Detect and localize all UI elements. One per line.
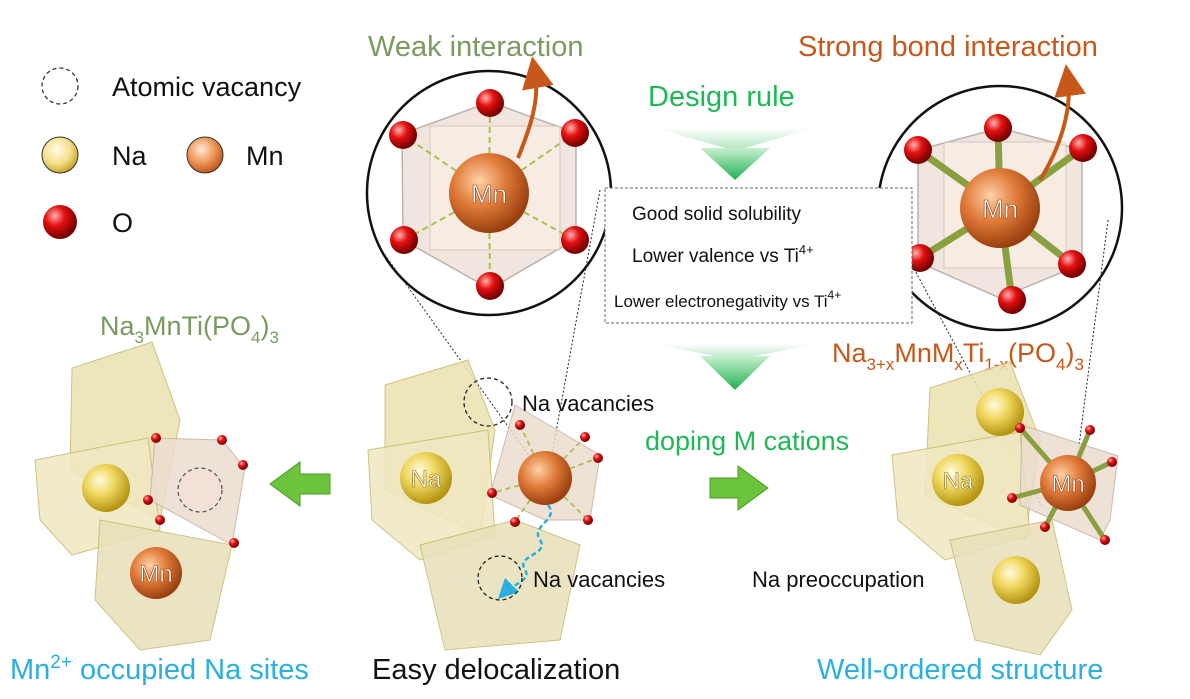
right-structure: Na Mn xyxy=(891,361,1119,656)
o-atom xyxy=(998,286,1026,314)
na-legend-icon xyxy=(41,136,79,174)
left-arrow-icon xyxy=(269,461,331,507)
o-atom xyxy=(229,538,239,548)
funnel-icon xyxy=(655,128,815,148)
o-atom xyxy=(1085,425,1095,435)
legend-o-label: O xyxy=(112,208,133,238)
caption-middle: Easy delocalization xyxy=(372,654,620,686)
formula-right: Na3+xMnMxTi1-x(PO4)3 xyxy=(832,338,1084,374)
weak-octahedron-inset: Weak interaction Mn xyxy=(365,31,613,317)
o-atom xyxy=(1069,134,1097,162)
vacancy-site xyxy=(177,467,223,513)
vacancy-site xyxy=(477,555,523,601)
o-atom xyxy=(580,432,590,442)
na-atom xyxy=(976,388,1024,436)
vacancy-site xyxy=(463,377,513,427)
o-atom xyxy=(583,515,593,525)
o-atom xyxy=(904,136,932,164)
mn-atom-label: Mn xyxy=(1051,471,1084,498)
mn-atom xyxy=(960,168,1040,248)
o-atom xyxy=(476,89,504,117)
o-legend-icon xyxy=(43,205,77,239)
o-atom xyxy=(1107,457,1117,467)
na-vacancies-bottom-label: Na vacancies xyxy=(533,567,665,592)
legend-na-label: Na xyxy=(112,141,147,171)
mn-atom-label: Mn xyxy=(139,561,172,588)
rule-1: Good solid solubility xyxy=(632,204,801,225)
o-atom xyxy=(476,272,504,300)
o-atom xyxy=(487,488,497,498)
o-atom xyxy=(984,114,1012,142)
na-vacancies-top-label: Na vacancies xyxy=(522,391,654,416)
strong-octahedron-inset: Strong bond interaction Mn xyxy=(798,31,1124,332)
o-atom xyxy=(515,420,525,430)
weak-escape-arrow xyxy=(516,56,554,159)
o-atom xyxy=(510,517,520,527)
legend-vacancy-label: Atomic vacancy xyxy=(112,72,302,102)
mn-atom xyxy=(449,153,529,233)
strong-escape-arrow xyxy=(1038,64,1086,182)
design-rule-box xyxy=(604,187,913,324)
mn-legend-icon xyxy=(186,136,224,174)
design-rule-label: Design rule xyxy=(648,81,795,113)
right-arrow-icon xyxy=(709,465,769,511)
mn-atom xyxy=(518,451,572,505)
down-arrow-icon xyxy=(700,356,770,390)
o-atom xyxy=(155,515,165,525)
o-atom xyxy=(390,226,418,254)
o-atom xyxy=(1100,535,1110,545)
o-atom xyxy=(593,453,603,463)
legend-mn-label: Mn xyxy=(246,141,284,171)
na-atom-label: Na xyxy=(943,468,974,495)
o-atom xyxy=(561,226,589,254)
doping-label: doping M cations xyxy=(645,426,849,456)
middle-structure: Na Na vacancies Na vacancies xyxy=(367,359,665,651)
down-arrow-icon xyxy=(700,148,770,180)
mn-atom xyxy=(130,547,182,599)
formula-left: Na3MnTi(PO4)3 xyxy=(100,311,279,347)
left-structure: Mn xyxy=(34,341,248,651)
mn-atom xyxy=(1040,455,1096,511)
o-atom xyxy=(1015,423,1025,433)
caption-right: Well-ordered structure xyxy=(817,654,1103,686)
o-atom xyxy=(217,435,227,445)
funnel-icon xyxy=(655,344,815,358)
na-preoccupation-label: Na preoccupation xyxy=(752,567,924,592)
o-atom xyxy=(238,460,248,470)
o-atom xyxy=(906,244,934,272)
o-atom xyxy=(561,119,589,147)
strong-interaction-label: Strong bond interaction xyxy=(798,31,1098,63)
weak-interaction-label: Weak interaction xyxy=(368,31,583,63)
design-rule: Design rule Good solid solubility Lower … xyxy=(604,81,913,390)
o-atom xyxy=(143,495,153,505)
vacancy-legend-icon xyxy=(41,67,79,105)
na-atom xyxy=(400,452,452,504)
o-atom xyxy=(389,121,417,149)
na-atom-label: Na xyxy=(411,466,442,493)
o-atom xyxy=(1058,250,1086,278)
rule-2: Lower valence vs Ti4+ xyxy=(632,242,814,267)
legend: Atomic vacancy Na Mn O xyxy=(41,67,302,239)
na-atom xyxy=(82,464,130,512)
caption-left: Mn2+ occupied Na sites xyxy=(10,652,309,686)
o-atom xyxy=(1007,493,1017,503)
rule-3: Lower electronegativity vs Ti4+ xyxy=(614,288,841,311)
o-atom xyxy=(151,433,161,443)
mn-atom-label: Mn xyxy=(982,194,1018,224)
o-atom xyxy=(1040,522,1050,532)
na-atom xyxy=(992,556,1040,604)
na-atom xyxy=(932,454,984,506)
mn-atom-label: Mn xyxy=(471,179,507,209)
